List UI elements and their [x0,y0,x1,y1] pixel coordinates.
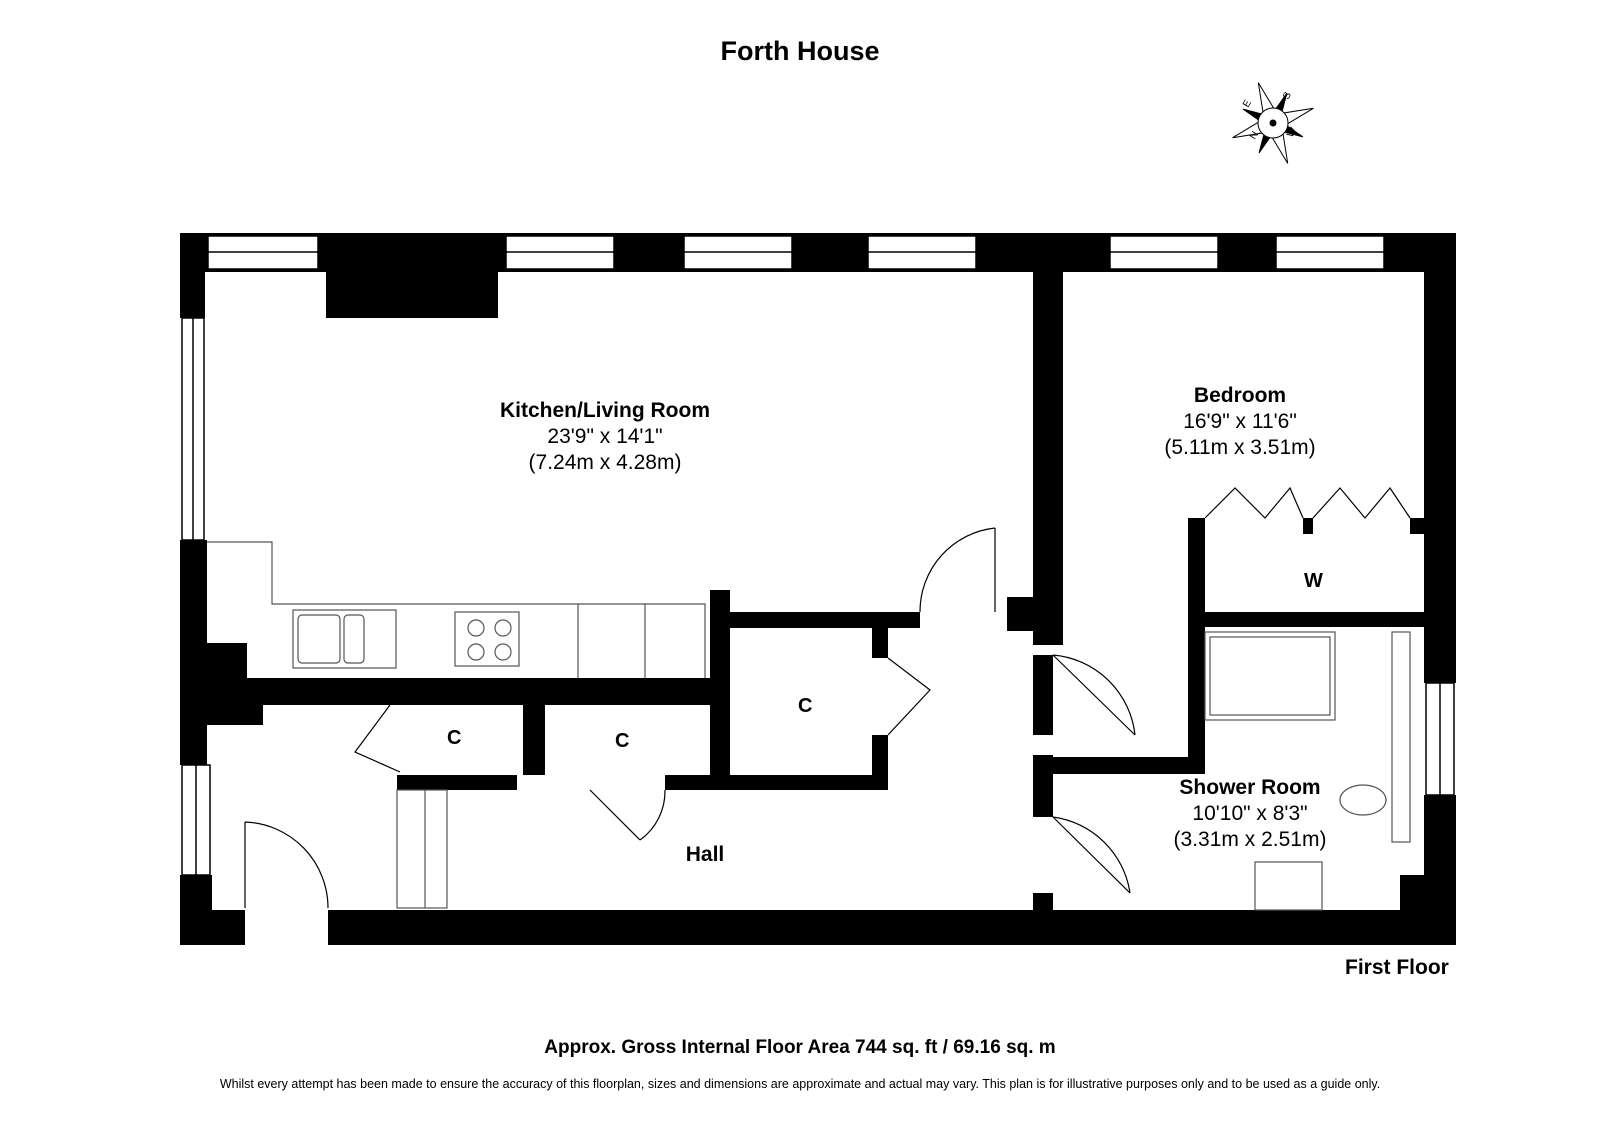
wardrobe-west-wall [1188,518,1205,774]
plan-title: Forth House [720,36,880,66]
wardrobe-label: W [1304,570,1323,592]
wardrobe-pillar [1303,518,1313,534]
shower-label: Shower Room 10'10" x 8'3" (3.31m x 2.51m… [1150,775,1350,853]
wall-left-upper [180,233,205,318]
cup-wall-3 [665,775,883,790]
cup-wall-7 [872,735,888,790]
bedroom-dim-imperial: 16'9" x 11'6" [1183,410,1297,433]
shower-west-wall-b [1033,755,1053,817]
kitchen-label: Kitchen/Living Room 23'9" x 14'1" (7.24m… [480,398,730,476]
cup-wall-1 [523,705,545,775]
wall-right-corner [1400,875,1456,945]
partition-wall [1033,233,1063,645]
wardrobe-pillar-r [1410,518,1424,534]
chimney-breast [326,233,498,318]
wardrobe-south-wall [1188,612,1424,627]
cupboard-1-label: C [447,727,462,749]
shower-west-wall [1033,655,1053,735]
bedroom-dim-metric: (5.11m x 3.51m) [1164,436,1316,459]
cup-wall-6 [872,628,888,658]
compass-rose-icon: N E S W [1232,82,1314,164]
wall-bottom-left [180,910,245,945]
shower-name: Shower Room [1179,776,1321,799]
disclaimer: Whilst every attempt has been made to en… [219,1077,1381,1091]
cup-wall-5 [710,612,920,628]
cup-wall-2 [397,775,517,790]
shower-north-wall [1053,757,1191,774]
partition-wall-b [1007,597,1063,631]
kitchen-dim-metric: (7.24m x 4.28m) [528,451,682,474]
kitchen-name: Kitchen/Living Room [500,399,710,422]
bedroom-label: Bedroom 16'9" x 11'6" (5.11m x 3.51m) [1130,383,1350,461]
cupboard-3-label: C [798,695,813,717]
compass-n: N [1248,130,1261,142]
shower-dim-imperial: 10'10" x 8'3" [1192,802,1308,825]
compass-s: S [1281,90,1294,102]
hall-label: Hall [660,842,750,868]
compass-e: E [1241,98,1254,110]
kitchen-dim-imperial: 23'9" x 14'1" [547,425,663,448]
bedroom-name: Bedroom [1193,384,1287,407]
shower-dim-metric: (3.31m x 2.51m) [1173,828,1327,851]
wall-bottom [328,910,1456,945]
wall-left-mid [180,540,207,765]
floor-label: First Floor [1345,956,1449,979]
hall-north-wall [247,678,715,705]
step-wall [207,705,263,725]
kitchen-lower-wall [207,643,247,705]
shower-west-wall-c [1033,893,1053,923]
cup-wall-4 [710,590,730,775]
floor-area: Approx. Gross Internal Floor Area 744 sq… [544,1037,1056,1058]
wall-right-upper [1424,233,1456,683]
cupboard-2-label: C [615,730,630,752]
hall-name: Hall [685,843,725,866]
